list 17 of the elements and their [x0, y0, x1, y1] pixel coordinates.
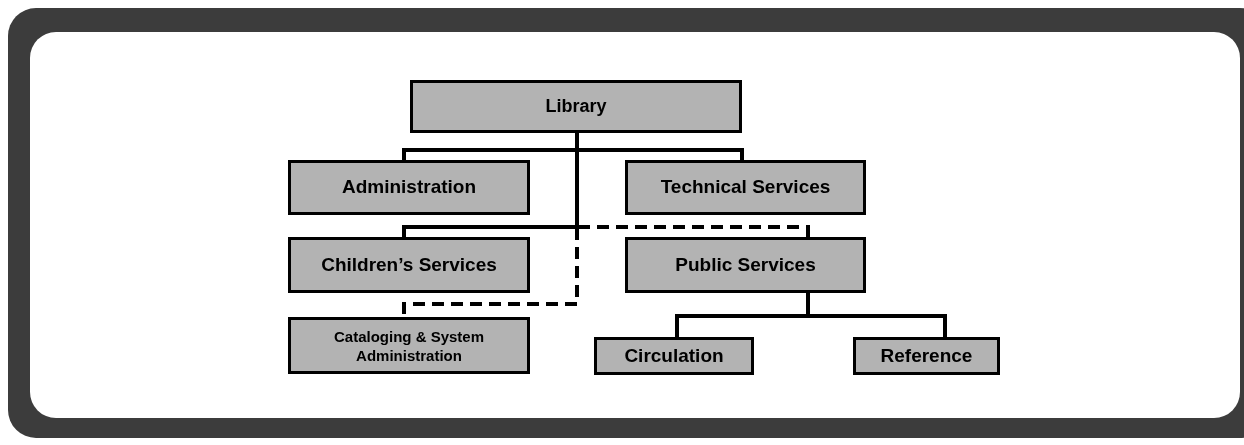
- org-box: [288, 317, 530, 374]
- box-label: Administration: [340, 175, 478, 200]
- org-box: [410, 80, 742, 133]
- box-label: Children’s Services: [320, 252, 498, 277]
- org-box: [288, 160, 530, 215]
- org-box: [625, 237, 866, 293]
- org-box: [853, 337, 1000, 375]
- box-label: Technical Services: [659, 175, 832, 200]
- dashed-connector: [402, 133, 579, 317]
- org-box: [288, 237, 530, 293]
- box-label: Public Services: [674, 252, 817, 277]
- box-label: Circulation: [623, 343, 725, 368]
- box-label: Cataloging & System Administration: [333, 326, 485, 365]
- box-label: Library: [544, 95, 608, 118]
- org-box: [625, 160, 866, 215]
- org-box: [594, 337, 754, 375]
- box-label: Reference: [879, 343, 974, 368]
